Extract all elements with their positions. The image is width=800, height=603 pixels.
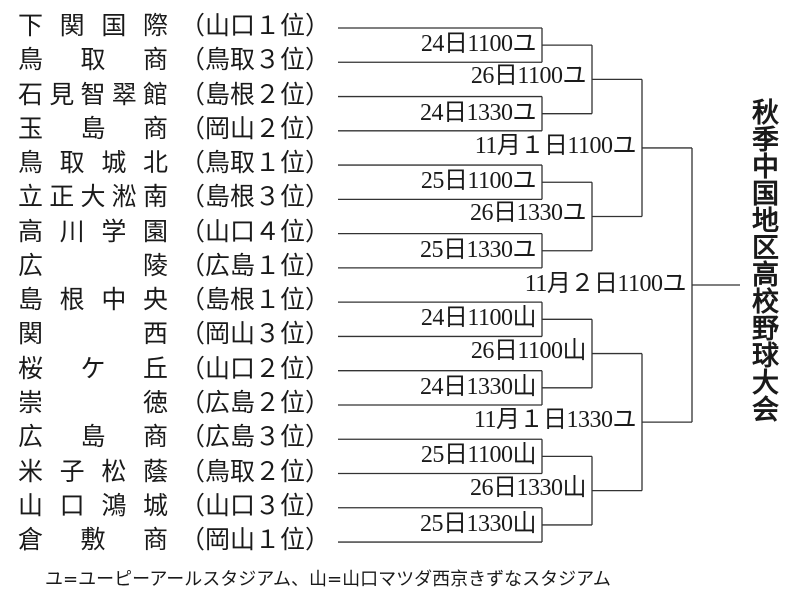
final-match-label: 11月２日1100ユ xyxy=(524,271,687,298)
team-entry: 鳥取商 （鳥取３位） xyxy=(18,45,330,75)
team-name: 桜ケ丘 xyxy=(18,353,168,383)
team-entry: 鳥取城北 （鳥取１位） xyxy=(18,148,330,178)
team-seed: （山口１位） xyxy=(180,11,331,40)
round1-match-label: 24日1100山 xyxy=(420,305,537,332)
round1-match-label: 25日1100ユ xyxy=(420,168,537,195)
team-entry: 広陵 （広島１位） xyxy=(18,251,330,281)
team-name: 鳥取城北 xyxy=(18,148,168,178)
team-entry: 倉敷商 （岡山１位） xyxy=(18,525,330,555)
team-name: 関西 xyxy=(18,319,168,349)
team-seed: （山口２位） xyxy=(180,353,331,383)
team-name: 石見智翠館 xyxy=(18,79,168,109)
team-seed: （岡山２位） xyxy=(180,113,331,143)
team-name: 広島商 xyxy=(18,422,168,452)
team-seed: （岡山１位） xyxy=(180,525,331,555)
round2-match-label: 26日1100ユ xyxy=(470,63,587,90)
round1-match-label: 25日1330ユ xyxy=(420,236,537,263)
team-name: 崇徳 xyxy=(18,387,168,417)
team-name: 高川学園 xyxy=(18,216,168,246)
team-seed: （広島１位） xyxy=(180,250,331,280)
team-seed: （岡山３位） xyxy=(180,319,331,349)
team-entry: 立正大淞南 （島根３位） xyxy=(18,182,330,212)
tournament-title: 秋季中国地区高校野球大会 xyxy=(747,98,778,422)
team-seed: （山口４位） xyxy=(180,216,331,246)
team-seed: （広島３位） xyxy=(180,422,331,452)
team-name: 米子松蔭 xyxy=(18,456,168,486)
team-seed: （島根２位） xyxy=(180,79,331,109)
round2-match-label: 26日1100山 xyxy=(470,337,587,364)
semifinal-match-label: 11月１日1100ユ xyxy=(474,132,637,159)
team-entry: 関西 （岡山３位） xyxy=(18,319,330,349)
team-name: 広陵 xyxy=(18,250,168,280)
round2-match-label: 26日1330ユ xyxy=(470,200,587,227)
team-entry: 高川学園 （山口４位） xyxy=(18,217,330,247)
team-entry: 下関国際 （山口１位） xyxy=(18,11,330,41)
semifinal-match-label: 11月１日1330ユ xyxy=(473,407,637,434)
team-entry: 玉島商 （岡山２位） xyxy=(18,114,330,144)
team-entry: 広島商 （広島３位） xyxy=(18,422,330,452)
team-entry: 桜ケ丘 （山口２位） xyxy=(18,354,330,384)
round2-match-label: 26日1330山 xyxy=(470,474,587,501)
round1-match-label: 24日1330山 xyxy=(420,373,537,400)
team-entry: 石見智翠館 （島根２位） xyxy=(18,80,330,110)
team-seed: （広島２位） xyxy=(180,387,331,417)
team-seed: （島根１位） xyxy=(180,285,331,315)
venue-legend: ユ=ユーピーアールスタジアム、山=山口マツダ西京きずなスタジアム xyxy=(45,569,611,590)
team-seed: （島根３位） xyxy=(180,182,331,212)
team-name: 山口鴻城 xyxy=(18,490,168,520)
team-entry: 島根中央 （島根１位） xyxy=(18,285,330,315)
team-name: 倉敷商 xyxy=(18,525,168,555)
team-entry: 山口鴻城 （山口３位） xyxy=(18,491,330,521)
team-seed: （山口３位） xyxy=(180,490,331,520)
round1-match-label: 24日1330ユ xyxy=(420,99,537,126)
round1-match-label: 25日1100山 xyxy=(420,442,537,469)
team-name: 立正大淞南 xyxy=(18,182,168,212)
round1-match-label: 25日1330山 xyxy=(420,510,537,537)
team-name: 玉島商 xyxy=(18,113,168,143)
team-name: 島根中央 xyxy=(18,285,168,315)
team-entry: 米子松蔭 （鳥取２位） xyxy=(18,457,330,487)
team-seed: （鳥取２位） xyxy=(180,456,331,486)
team-seed: （鳥取３位） xyxy=(180,45,331,75)
team-seed: （鳥取１位） xyxy=(180,148,331,178)
round1-match-label: 24日1100ユ xyxy=(420,31,537,58)
team-name: 下関国際 xyxy=(18,11,168,40)
team-name: 鳥取商 xyxy=(18,45,168,75)
team-entry: 崇徳 （広島２位） xyxy=(18,388,330,418)
